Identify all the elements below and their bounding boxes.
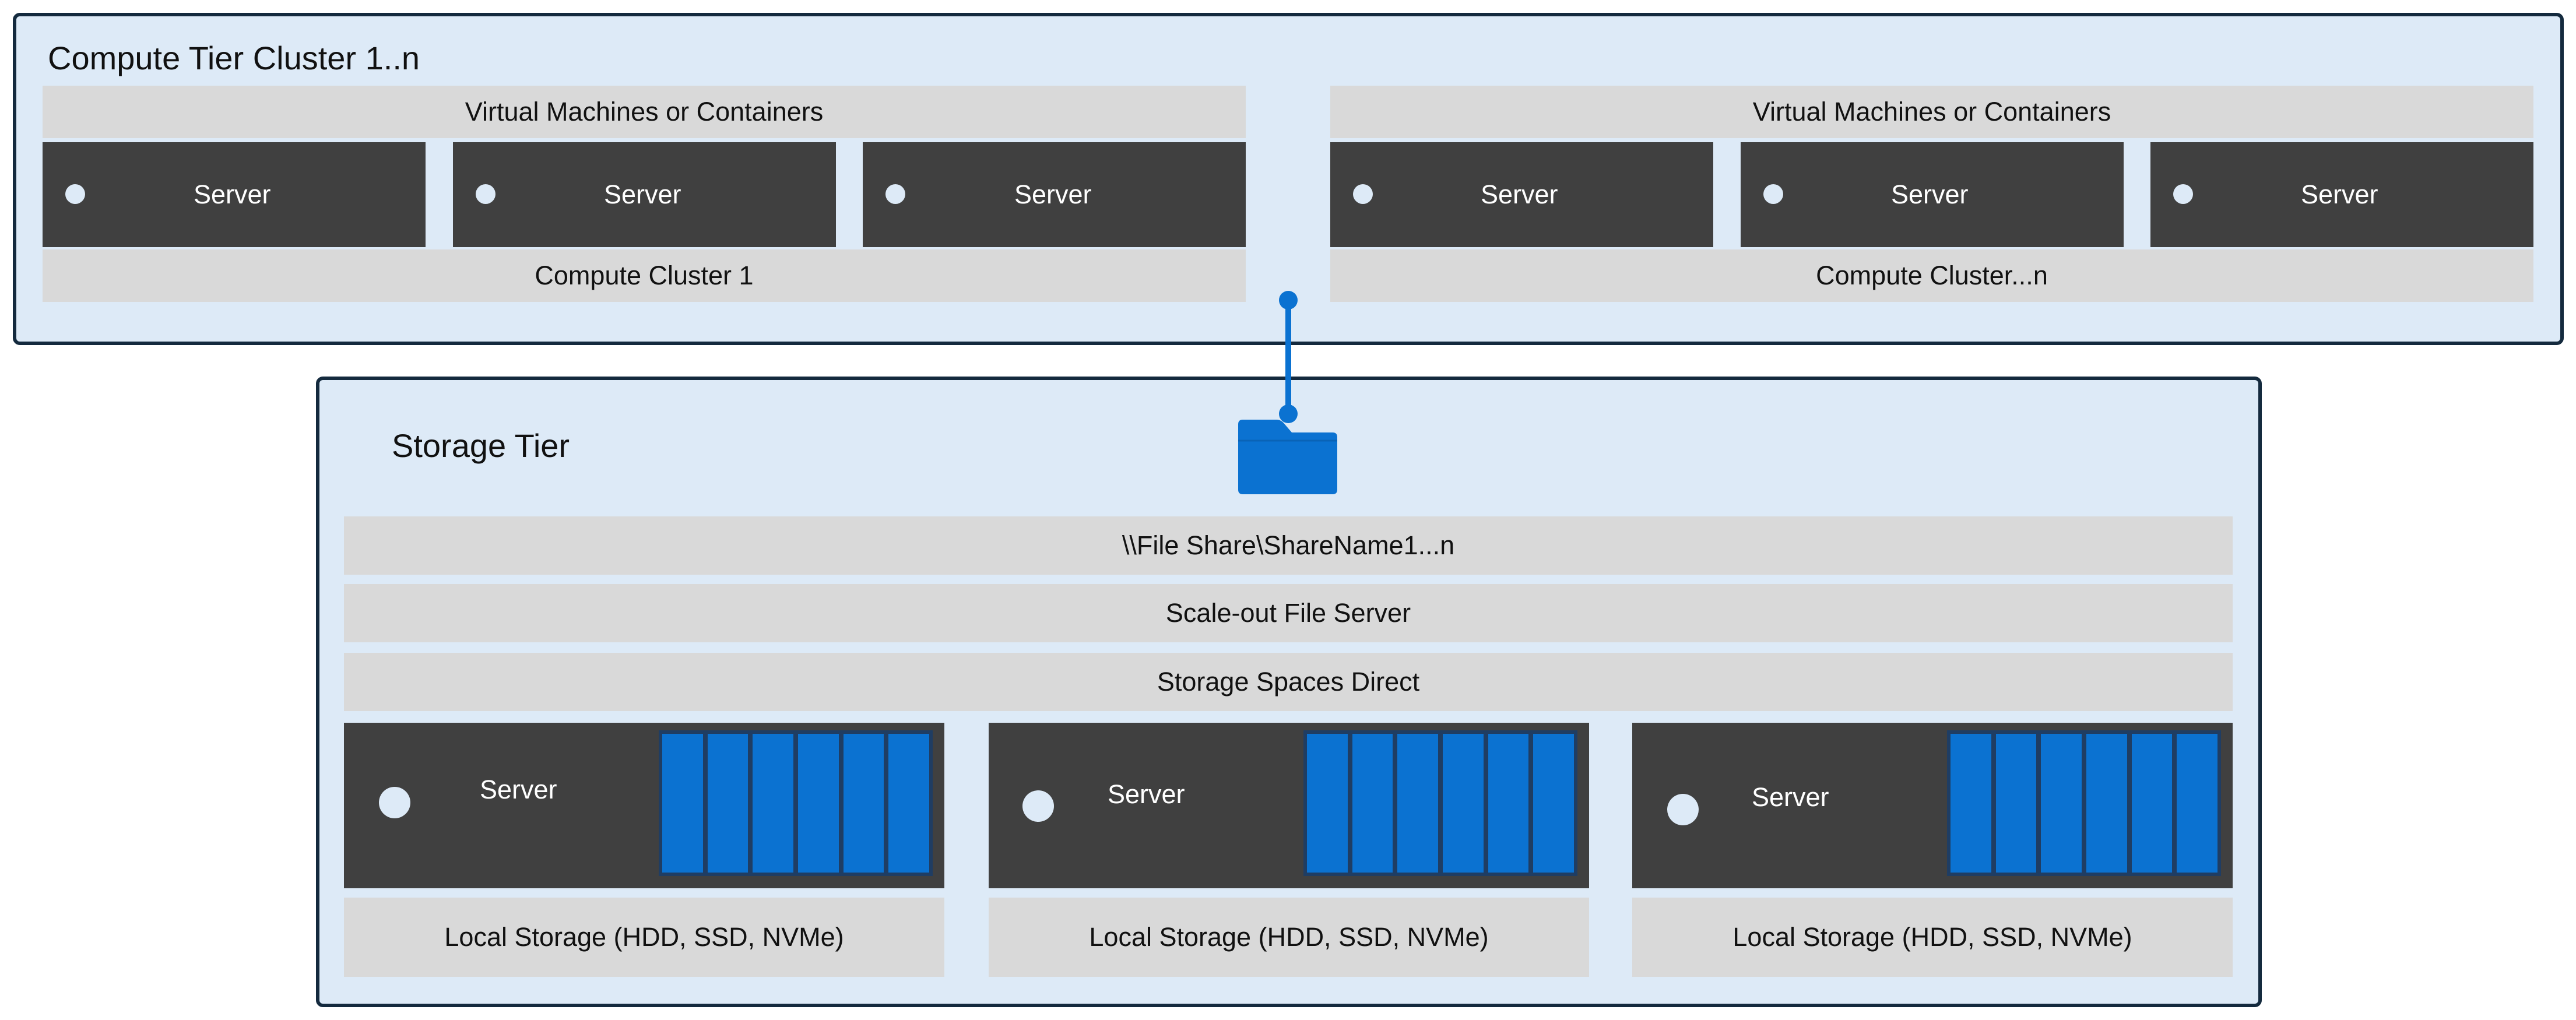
connector-dot-bottom	[1279, 405, 1298, 423]
drive-slot	[843, 734, 884, 873]
power-led-icon	[379, 787, 410, 818]
drive-slot	[1352, 734, 1393, 873]
local-storage-band: Local Storage (HDD, SSD, NVMe)	[1632, 898, 2233, 977]
drive-slot	[1533, 734, 1575, 873]
storage-server-label: Server	[480, 775, 557, 804]
compute-server	[453, 142, 836, 247]
drive-slot	[2177, 734, 2218, 873]
vm-band-cluster-1: Virtual Machines or Containers	[43, 86, 1246, 138]
drive-slot	[1995, 734, 2037, 873]
compute-tier-title: Compute Tier Cluster 1..n	[48, 40, 420, 76]
compute-server-label: Server	[604, 180, 681, 209]
drive-slot	[2086, 734, 2127, 873]
drive-slot	[753, 734, 794, 873]
drive-slot	[662, 734, 703, 873]
compute-server	[1330, 142, 1713, 247]
power-led-icon	[1667, 794, 1699, 825]
storage-server-label: Server	[1108, 779, 1185, 809]
drive-slot	[1307, 734, 1348, 873]
drive-slot	[798, 734, 839, 873]
storage-tier-title: Storage Tier	[392, 427, 570, 464]
local-storage-band: Local Storage (HDD, SSD, NVMe)	[989, 898, 1589, 977]
power-led-icon	[476, 184, 495, 204]
connector-dot-top	[1279, 291, 1298, 309]
drive-slot	[707, 734, 748, 873]
power-led-icon	[1022, 790, 1054, 822]
power-led-icon	[1353, 184, 1373, 204]
power-led-icon	[65, 184, 85, 204]
storage-server-label: Server	[1752, 782, 1829, 812]
drive-slot	[1397, 734, 1439, 873]
compute-server	[2150, 142, 2533, 247]
compute-server-label: Server	[1891, 180, 1969, 209]
compute-server	[863, 142, 1246, 247]
power-led-icon	[885, 184, 905, 204]
cluster-label-n: Compute Cluster...n	[1330, 249, 2533, 302]
drive-slot	[1951, 734, 1991, 873]
storage-spaces-direct-band: Storage Spaces Direct	[344, 653, 2233, 711]
compute-server-label: Server	[1014, 180, 1092, 209]
drive-slot	[888, 734, 930, 873]
file-share-band: \\File Share\ShareName1...n	[344, 516, 2233, 575]
folder-icon	[1238, 420, 1337, 494]
compute-server-label: Server	[2301, 180, 2378, 209]
compute-server	[1741, 142, 2124, 247]
drive-bay	[1947, 730, 2221, 876]
drive-slot	[2131, 734, 2173, 873]
compute-server-label: Server	[194, 180, 271, 209]
drive-slot	[1488, 734, 1529, 873]
scale-out-file-server-band: Scale-out File Server	[344, 584, 2233, 642]
power-led-icon	[1763, 184, 1783, 204]
drive-bay	[1303, 730, 1577, 876]
drive-slot	[1443, 734, 1484, 873]
power-led-icon	[2173, 184, 2193, 204]
drive-bay	[659, 730, 933, 876]
cluster-label-1: Compute Cluster 1	[43, 249, 1246, 302]
compute-server-label: Server	[1481, 180, 1558, 209]
compute-server	[43, 142, 426, 247]
connector-line	[1285, 301, 1291, 414]
vm-band-cluster-n: Virtual Machines or Containers	[1330, 86, 2533, 138]
drive-slot	[2041, 734, 2082, 873]
local-storage-band: Local Storage (HDD, SSD, NVMe)	[344, 898, 944, 977]
